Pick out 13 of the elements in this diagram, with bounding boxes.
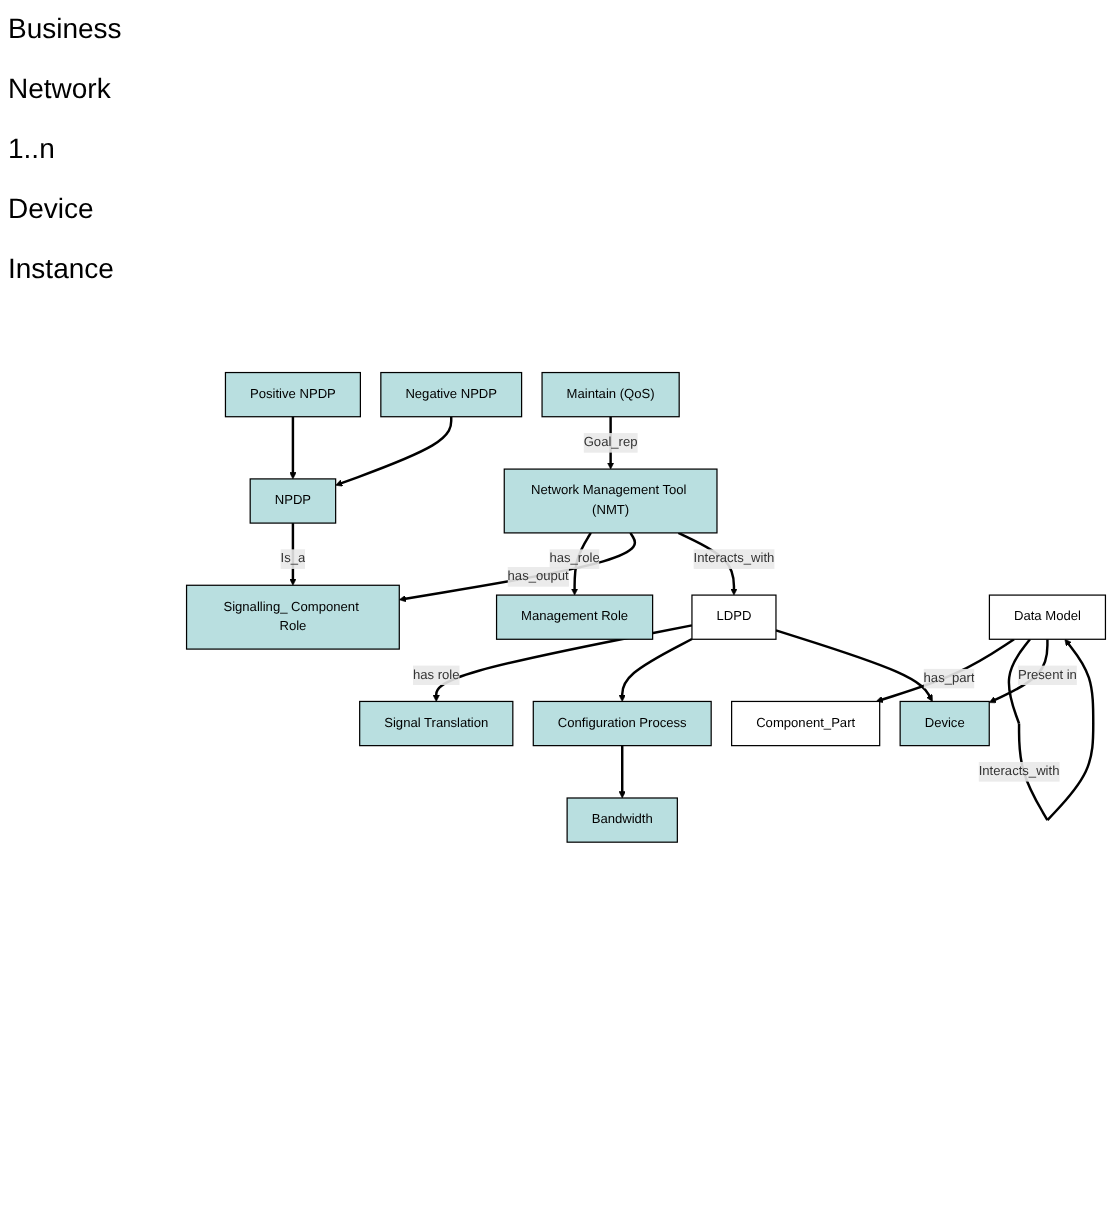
layer-label: 1..n: [8, 132, 57, 164]
layer-label: Network: [8, 72, 113, 104]
layer-label: Device: [8, 192, 96, 224]
arrow: [875, 638, 1015, 704]
arrow: [432, 624, 693, 703]
arrow: [289, 523, 297, 587]
arrow: [335, 417, 453, 488]
layer-label: Business: [8, 12, 124, 44]
arrow: [775, 629, 933, 703]
arrow: [618, 638, 693, 703]
arrow: [289, 417, 297, 480]
arrow: [618, 746, 626, 799]
layer-label: Instance: [8, 252, 116, 284]
